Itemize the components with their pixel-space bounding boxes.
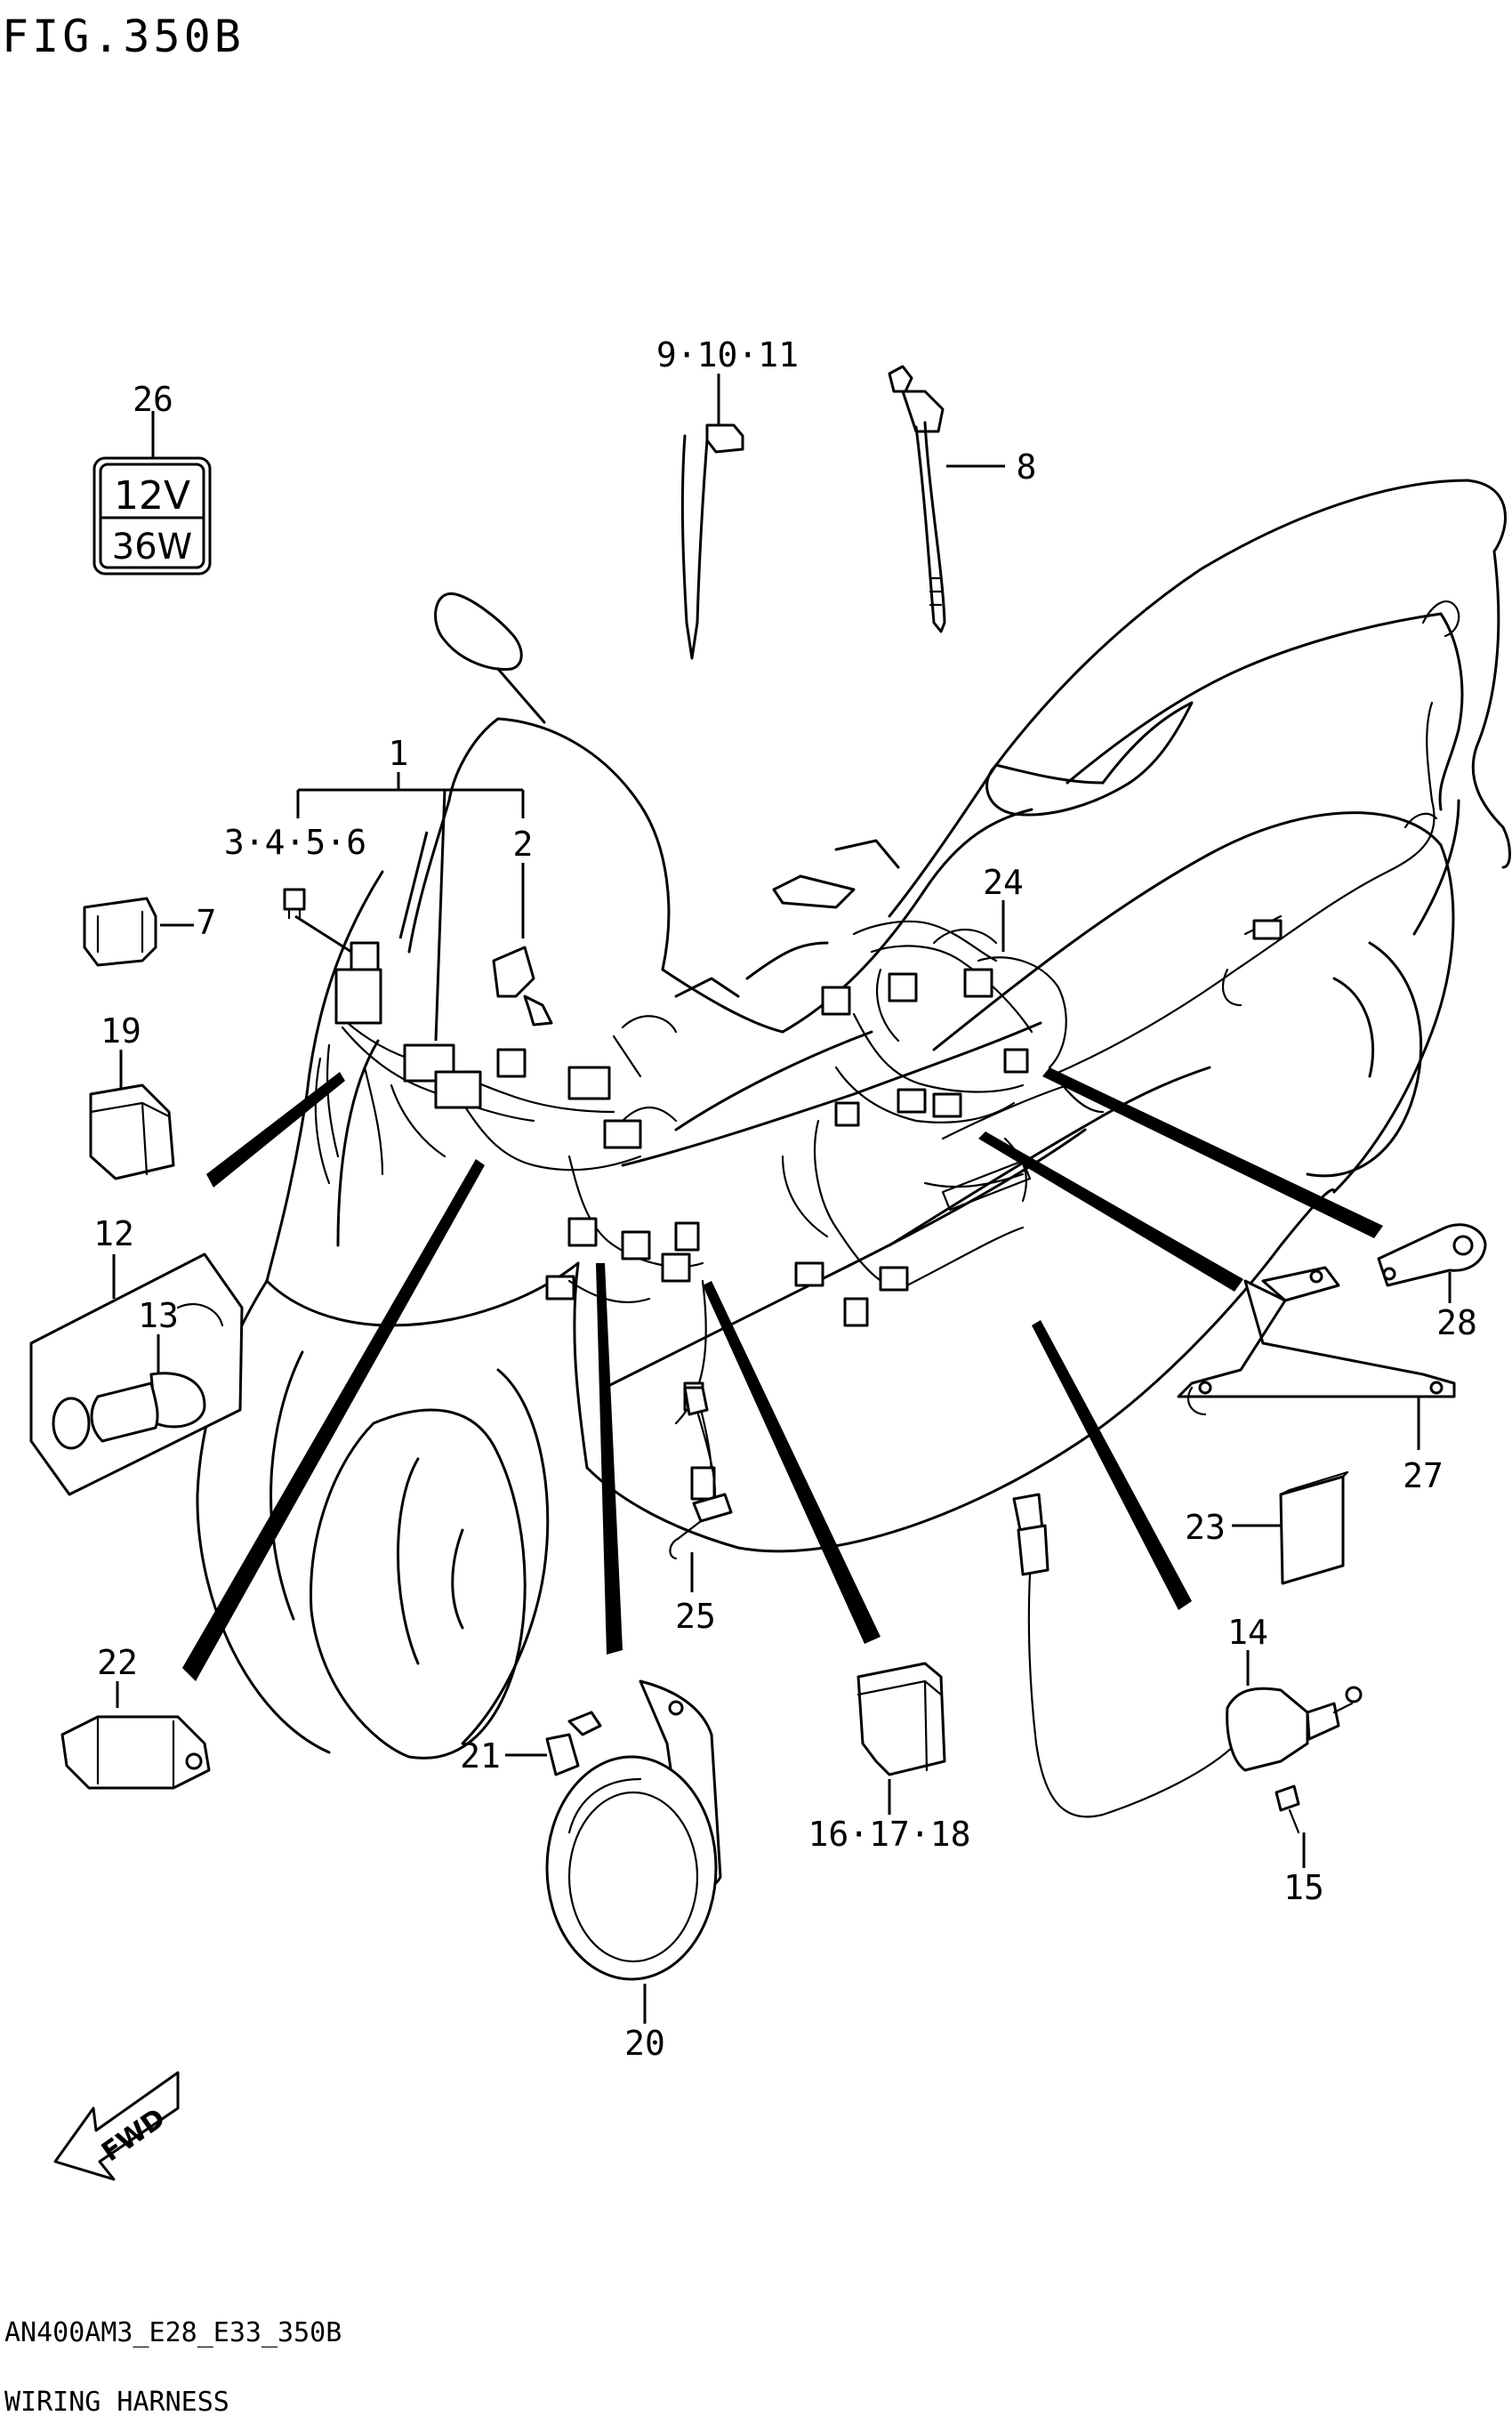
cushion-pad — [1232, 1470, 1349, 1585]
callout-23: 23 — [1185, 1508, 1226, 1547]
fuse-12v-36w: 12V 36W — [92, 411, 212, 576]
callout-14: 14 — [1227, 1613, 1268, 1652]
mini-fuse — [283, 888, 306, 920]
figure-label: FIG.350B — [2, 11, 245, 62]
callout-28: 28 — [1436, 1303, 1477, 1342]
callout-26: 26 — [133, 380, 173, 419]
callout-7: 7 — [197, 903, 217, 942]
callout-8: 8 — [1017, 447, 1037, 487]
sensor-connector — [60, 1681, 211, 1790]
ignition-relay — [492, 946, 553, 1027]
callout-2: 2 — [513, 825, 534, 864]
accessory-socket-box — [29, 1252, 244, 1496]
section-title: WIRING HARNESS — [4, 2387, 229, 2418]
cable-tie-clamp — [680, 374, 744, 660]
callout-12: 12 — [93, 1214, 134, 1253]
fuse-voltage: 12V — [114, 473, 190, 519]
bracket-mount — [1177, 1266, 1456, 1450]
callout-27: 27 — [1403, 1456, 1444, 1495]
relay-block — [89, 1050, 175, 1180]
scooter-body-outline — [196, 479, 1511, 1760]
callout-21: 21 — [460, 1736, 501, 1776]
callout-9-10-11: 9·10·11 — [656, 335, 799, 374]
leader-wedges — [182, 1067, 1383, 1681]
main-wiring-harness — [314, 600, 1460, 1501]
fuse-cap — [83, 897, 194, 967]
callout-3-4-5-6: 3·4·5·6 — [224, 823, 366, 862]
callout-19: 19 — [101, 1011, 141, 1051]
fuse-wattage: 36W — [112, 527, 192, 568]
callout-bracket-1 — [294, 772, 525, 1042]
forward-direction-arrow: FWD — [53, 2071, 180, 2181]
turn-signal-relay — [857, 1662, 946, 1815]
callout-1: 1 — [389, 734, 409, 773]
callout-15: 15 — [1283, 1868, 1324, 1907]
horn-bolt — [505, 1711, 602, 1776]
bulb-socket — [669, 1386, 733, 1592]
small-bracket — [1377, 1223, 1487, 1303]
horn — [545, 1679, 722, 2024]
model-code: AN400AM3_E28_E33_350B — [4, 2317, 342, 2348]
callout-20: 20 — [624, 2024, 665, 2063]
clip-band-tie — [888, 365, 1005, 633]
callout-labels: 1 2 3·4·5·6 7 8 9·10·11 12 13 14 15 16·1… — [93, 335, 1477, 2063]
callout-25: 25 — [675, 1597, 716, 1636]
callout-13: 13 — [138, 1296, 179, 1335]
callout-22: 22 — [97, 1643, 138, 1682]
callout-16-17-18: 16·17·18 — [808, 1815, 970, 1854]
callout-24: 24 — [983, 863, 1024, 902]
sensor-switch — [1012, 1493, 1363, 1868]
